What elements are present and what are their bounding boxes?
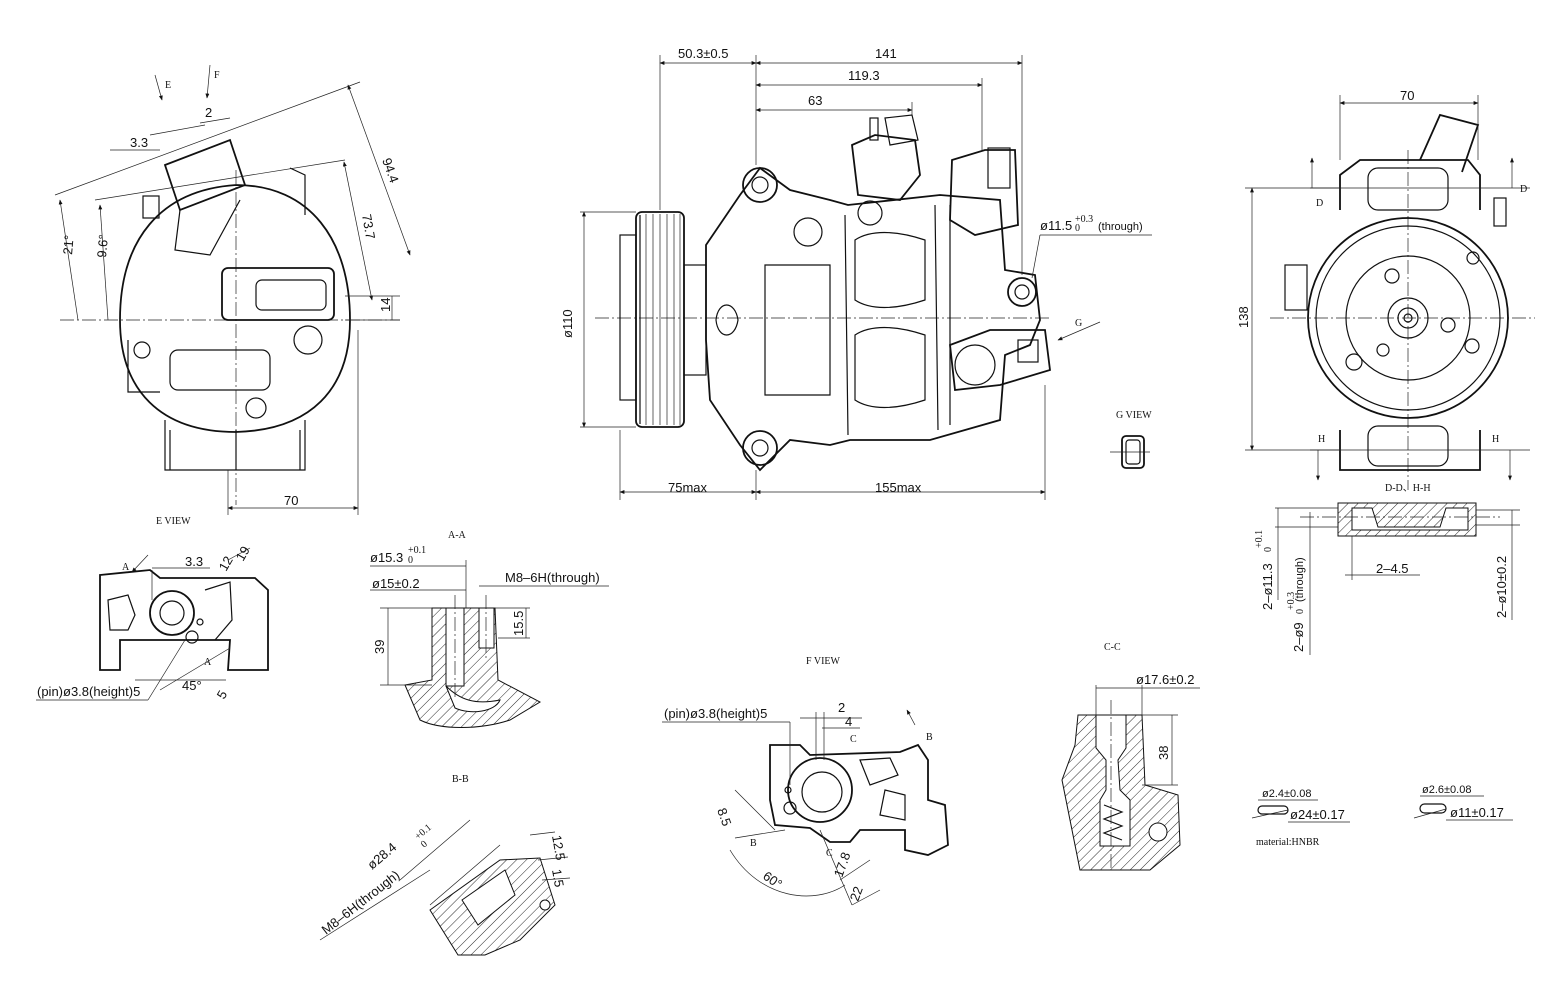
left-dim-14: 14 (378, 298, 393, 312)
e-dim-45: 45° (182, 678, 202, 693)
dd-section-label: D-D、H-H (1385, 483, 1431, 494)
e-dim-3-3: 3.3 (185, 554, 203, 569)
front-dim-119-3: 119.3 (848, 68, 880, 83)
marker-c-bottom: C (826, 848, 833, 859)
marker-f: F (214, 70, 220, 81)
left-dim-3-3: 3.3 (130, 135, 148, 150)
section-bb: B-B ø28.4 +0.1 0 M8–6H(through) 12.5 1.5 (319, 774, 571, 956)
left-dim-70: 70 (284, 493, 298, 508)
f-dim-4: 4 (845, 714, 852, 729)
left-dim-2: 2 (205, 105, 212, 120)
bb-dim-28-4-tol-lower: 0 (419, 839, 430, 851)
front-dim-50-3: 50.3±0.5 (678, 46, 729, 61)
front-dim-hole-tol-lower: 0 (1075, 223, 1080, 234)
marker-b-top: B (926, 732, 933, 743)
marker-a-bottom: A (204, 657, 212, 668)
marker-c-top: C (850, 734, 857, 745)
aa-dim-39: 39 (372, 640, 387, 654)
bb-dim-28-4-tol-upper: +0.1 (413, 822, 434, 842)
cc-dim-38: 38 (1156, 746, 1171, 760)
f-dim-22: 22 (847, 884, 866, 903)
right-view: 70 138 D D H H (1236, 88, 1535, 490)
bb-dim-1-5: 1.5 (549, 868, 567, 888)
dd-dim-11-3-tol-lower: 0 (1263, 547, 1274, 552)
aa-dim-15-3-tol-lower: 0 (408, 555, 413, 566)
cc-dim-17-6: ø17.6±0.2 (1136, 672, 1194, 687)
bb-dim-28-4: ø28.4 (364, 839, 399, 872)
aa-dim-15-3: ø15.3 (370, 550, 403, 565)
marker-h-left: H (1318, 434, 1325, 445)
f-pin-note: (pin)ø3.8(height)5 (664, 706, 767, 721)
aa-dim-15-3-tol-upper: +0.1 (408, 545, 426, 556)
bb-dim-m8: M8–6H(through) (319, 867, 403, 937)
aa-dim-15: ø15±0.2 (372, 576, 420, 591)
f-dim-17-8: 17.8 (831, 850, 854, 879)
front-dim-63: 63 (808, 93, 822, 108)
oring2-section: ø2.6±0.08 (1422, 784, 1471, 796)
aa-label: A-A (448, 530, 467, 541)
oring1-section: ø2.4±0.08 (1262, 788, 1311, 800)
f-dim-8-5: 8.5 (714, 806, 734, 828)
f-dim-60: 60° (760, 868, 785, 892)
e-dim-19: 19 (233, 543, 253, 563)
dd-dim-11-3-tol-upper: +0.1 (1254, 530, 1265, 548)
oring-material: material:HNBR (1256, 837, 1320, 848)
e-dim-5: 5 (214, 688, 231, 702)
dd-dim-11-3: 2–ø11.3 (1260, 563, 1275, 610)
marker-b-bottom: B (750, 838, 757, 849)
dd-dim-10: 2–ø10±0.2 (1494, 556, 1509, 618)
cc-label: C-C (1104, 642, 1121, 653)
e-dim-12: 12 (216, 553, 236, 573)
aa-dim-15-5: 15.5 (511, 611, 526, 636)
g-view-label: G VIEW (1116, 410, 1152, 421)
g-view: G VIEW (1110, 410, 1152, 469)
e-pin-note: (pin)ø3.8(height)5 (37, 684, 140, 699)
front-dim-141: 141 (875, 46, 897, 61)
front-dim-hole: ø11.5 (1040, 218, 1072, 233)
f-dim-2: 2 (838, 700, 845, 715)
dd-dim-9: 2–ø9 (1291, 622, 1306, 652)
right-dim-138: 138 (1236, 306, 1251, 328)
dd-dim-2-4-5: 2–4.5 (1376, 561, 1409, 576)
e-view-label: E VIEW (156, 516, 191, 527)
front-view: 50.3±0.5 141 119.3 63 ø11.5 +0.3 0 (thro… (560, 46, 1152, 500)
marker-e: E (165, 80, 171, 91)
section-cc: C-C ø17.6±0.2 38 (1061, 642, 1200, 871)
oring1-dia: ø24±0.17 (1290, 807, 1345, 822)
marker-h-right: H (1492, 434, 1499, 445)
left-side-view: 3.3 2 94.4 73.7 21° 9.6° 14 70 E F (54, 64, 411, 515)
right-dim-70: 70 (1400, 88, 1414, 103)
marker-d-left: D (1316, 198, 1323, 209)
e-view: E VIEW 3.3 12 19 45° 5 (pin)ø3.8(height)… (36, 516, 269, 702)
front-dim-hole-note: (through) (1098, 221, 1143, 233)
marker-d-right: D (1520, 184, 1527, 195)
marker-g: G (1075, 318, 1082, 329)
marker-a-top: A (122, 562, 130, 573)
dd-dim-9-tol-upper: +0.3 (1286, 592, 1297, 610)
oring2-dia: ø11±0.17 (1450, 805, 1504, 820)
f-view: F VIEW (pin)ø3.8(height)5 2 4 8.5 60° 17… (662, 656, 949, 906)
dd-dim-9-tol-lower: 0 (1295, 609, 1306, 614)
section-aa: A-A ø15.3 +0.1 0 ø15±0.2 M8–6H(through) … (370, 530, 609, 728)
left-dim-9-6: 9.6° (94, 234, 111, 259)
dd-dim-9-note: (through) (1294, 557, 1306, 602)
front-dim-110: ø110 (560, 309, 575, 338)
left-dim-21: 21° (60, 234, 77, 255)
aa-dim-m8: M8–6H(through) (505, 570, 600, 585)
bb-label: B-B (452, 774, 469, 785)
front-dim-155max: 155max (875, 480, 922, 495)
front-dim-hole-tol-upper: +0.3 (1075, 214, 1093, 225)
front-dim-75max: 75max (668, 480, 708, 495)
bb-dim-12-5: 12.5 (549, 834, 568, 862)
o-rings: ø2.4±0.08 ø24±0.17 material:HNBR ø2.6±0.… (1251, 784, 1513, 848)
dd-hh-section: D-D、H-H 2–4.5 2–ø11.3 +0.1 0 2–ø9 +0.3 0… (1254, 483, 1520, 655)
left-dim-73-7: 73.7 (359, 213, 378, 241)
f-view-label: F VIEW (806, 656, 841, 667)
